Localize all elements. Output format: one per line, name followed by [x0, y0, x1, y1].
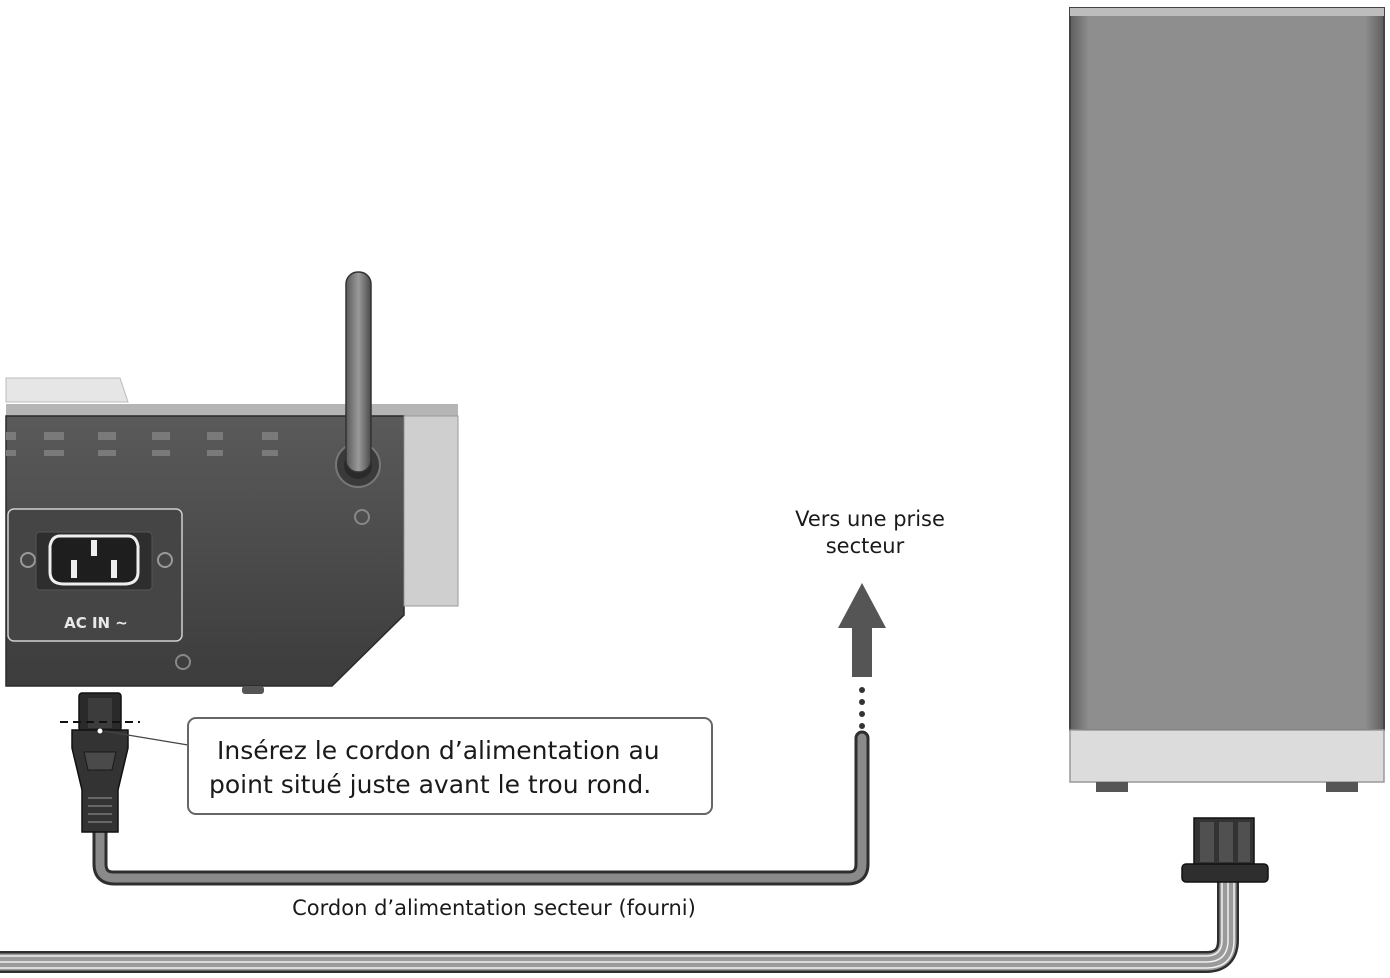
cable-caption: Cordon d’alimentation secteur (fourni)	[292, 896, 696, 920]
speaker-connector	[1181, 817, 1269, 883]
speaker-cable	[0, 817, 1269, 973]
speaker	[1069, 7, 1385, 792]
ventilation-slots	[6, 432, 278, 456]
ac-in-socket-panel: AC IN ~	[7, 508, 183, 642]
instruction-callout: Insérez le cordon d’alimentation au poin…	[187, 717, 713, 815]
screw-icon	[175, 509, 370, 670]
power-plug	[60, 692, 189, 833]
main-unit: AC IN ~	[5, 271, 459, 694]
antenna	[335, 271, 381, 488]
outlet-label-line2: secteur	[826, 534, 905, 558]
instruction-line2: point situé juste avant le trou rond.	[209, 770, 651, 799]
ac-in-label: AC IN ~	[64, 614, 128, 632]
arrow-up-icon	[838, 583, 886, 677]
instruction-line1: Insérez le cordon d’alimentation au	[217, 736, 660, 765]
power-cord	[60, 687, 870, 886]
outlet-label-line1: Vers une prise	[795, 507, 945, 531]
